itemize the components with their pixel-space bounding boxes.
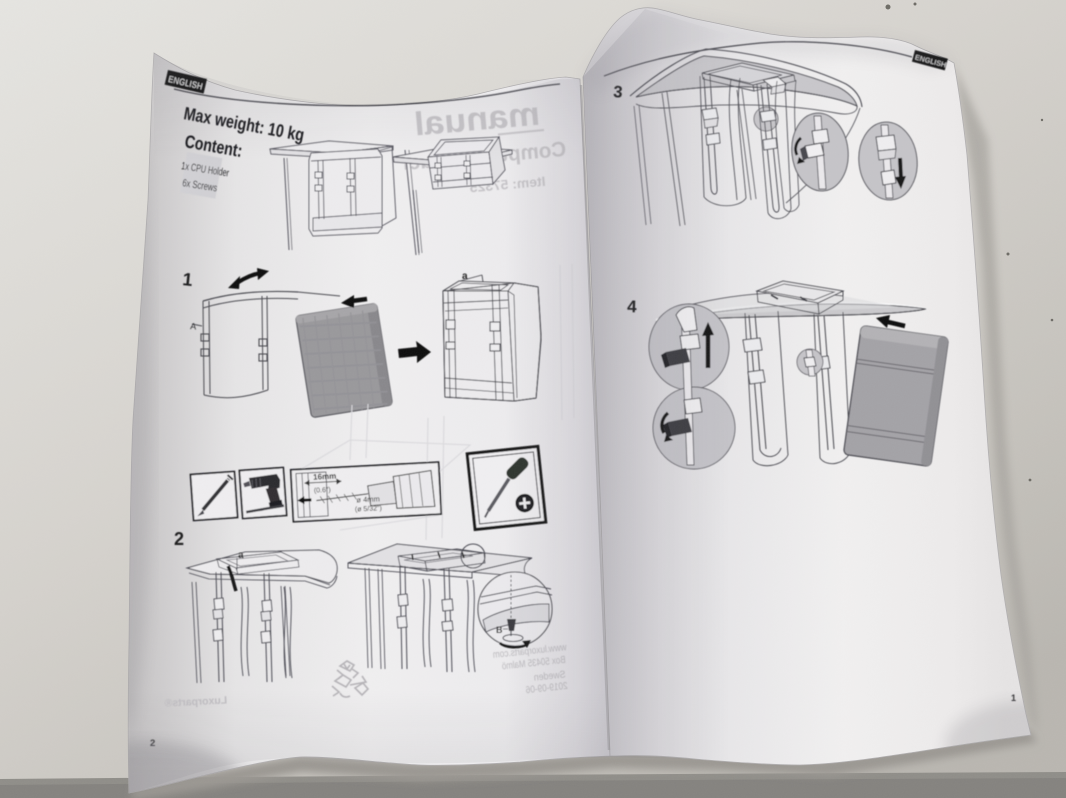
svg-text:ø 4mm: ø 4mm	[356, 494, 380, 504]
svg-text:a: a	[462, 271, 468, 282]
svg-text:16mm: 16mm	[313, 471, 337, 481]
svg-text:1: 1	[182, 269, 194, 290]
svg-text:B: B	[496, 625, 503, 635]
svg-text:2: 2	[174, 529, 184, 549]
svg-text:(ø 5/32"): (ø 5/32")	[355, 505, 382, 513]
svg-text:6x Screws: 6x Screws	[182, 177, 218, 194]
svg-text:(0.6"): (0.6")	[314, 487, 331, 495]
svg-text:1: 1	[1011, 693, 1016, 703]
svg-text:A: A	[190, 321, 197, 332]
svg-text:a: a	[238, 550, 244, 561]
